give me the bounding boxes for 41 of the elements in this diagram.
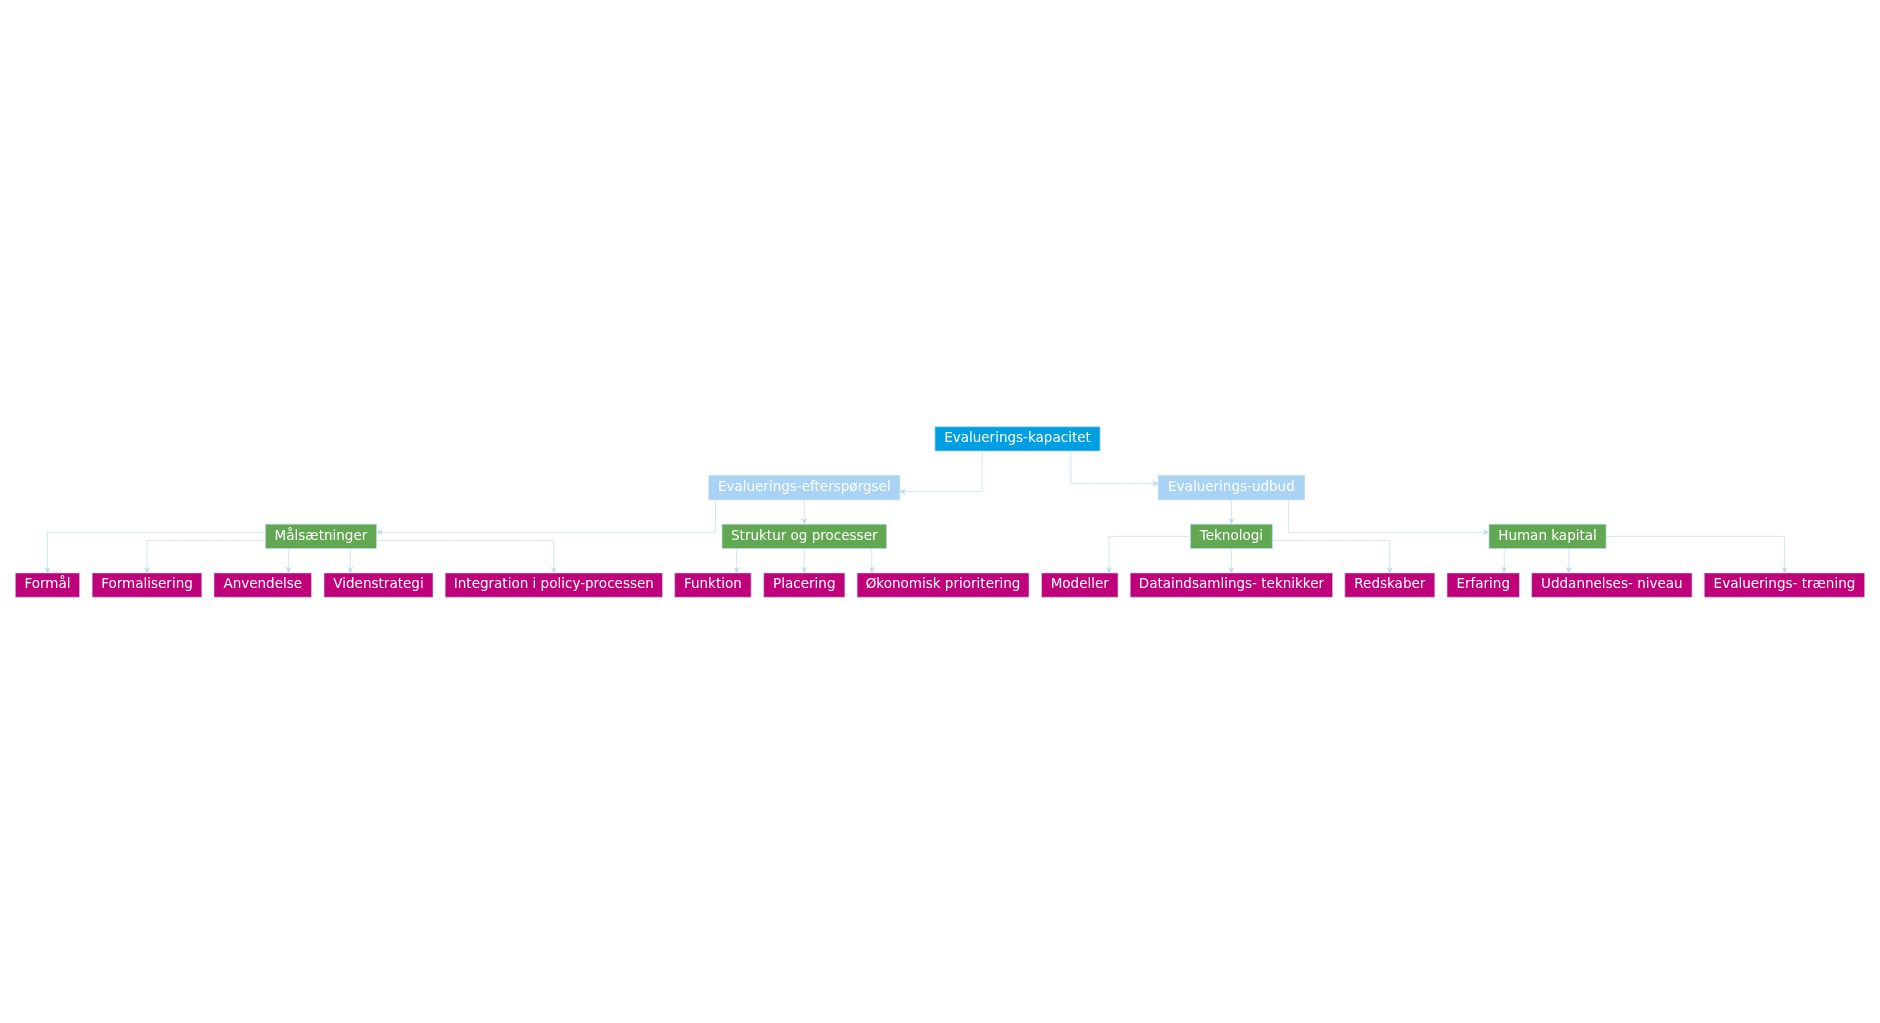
arrow: [1272, 539, 1393, 573]
arrow: [801, 499, 808, 524]
arrow: [285, 547, 292, 573]
arrow: [376, 539, 557, 573]
arrow: [899, 450, 983, 494]
node-box: Evaluerings-udbud: [1157, 474, 1305, 500]
node-box: Modeller: [1041, 572, 1119, 598]
arrow: [376, 499, 716, 535]
node-box: Struktur og processer: [721, 523, 887, 549]
arrow: [1501, 547, 1507, 573]
arrow: [1228, 547, 1235, 573]
node-box: Human kapital: [1488, 523, 1607, 549]
node-box: Formål: [15, 572, 80, 598]
node-box: Integration i policy-processen: [444, 572, 663, 598]
arrow: [1566, 547, 1572, 573]
arrow: [1228, 499, 1235, 524]
node-box: Evaluerings- træning: [1703, 572, 1865, 598]
node-box: Videnstrategi: [323, 572, 434, 598]
arrow: [801, 547, 808, 573]
arrow: [733, 547, 740, 573]
arrow: [1288, 499, 1490, 535]
arrow: [44, 531, 266, 573]
arrow: [347, 547, 353, 573]
node-box: Funktion: [674, 572, 752, 598]
arrow: [869, 547, 875, 573]
node-box: Placering: [763, 572, 846, 598]
node-box: Erfaring: [1446, 572, 1520, 598]
node-box: Anvendelse: [213, 572, 312, 598]
node-box: Evaluerings-efterspørgsel: [708, 474, 901, 500]
node-box: Teknologi: [1190, 523, 1273, 549]
node-box: Evaluerings-kapacitet: [934, 425, 1101, 451]
node-box: Målsætninger: [265, 523, 377, 549]
node-box: Uddannelses- niveau: [1531, 572, 1693, 598]
arrow: [144, 539, 266, 573]
arrow: [1605, 535, 1788, 573]
arrow: [1106, 535, 1191, 573]
arrow: [1070, 450, 1159, 486]
node-box: Redskaber: [1344, 572, 1436, 598]
node-box: Økonomisk prioritering: [856, 572, 1030, 598]
node-box: Dataindsamlings- teknikker: [1129, 572, 1333, 598]
node-box: Formalisering: [91, 572, 203, 598]
